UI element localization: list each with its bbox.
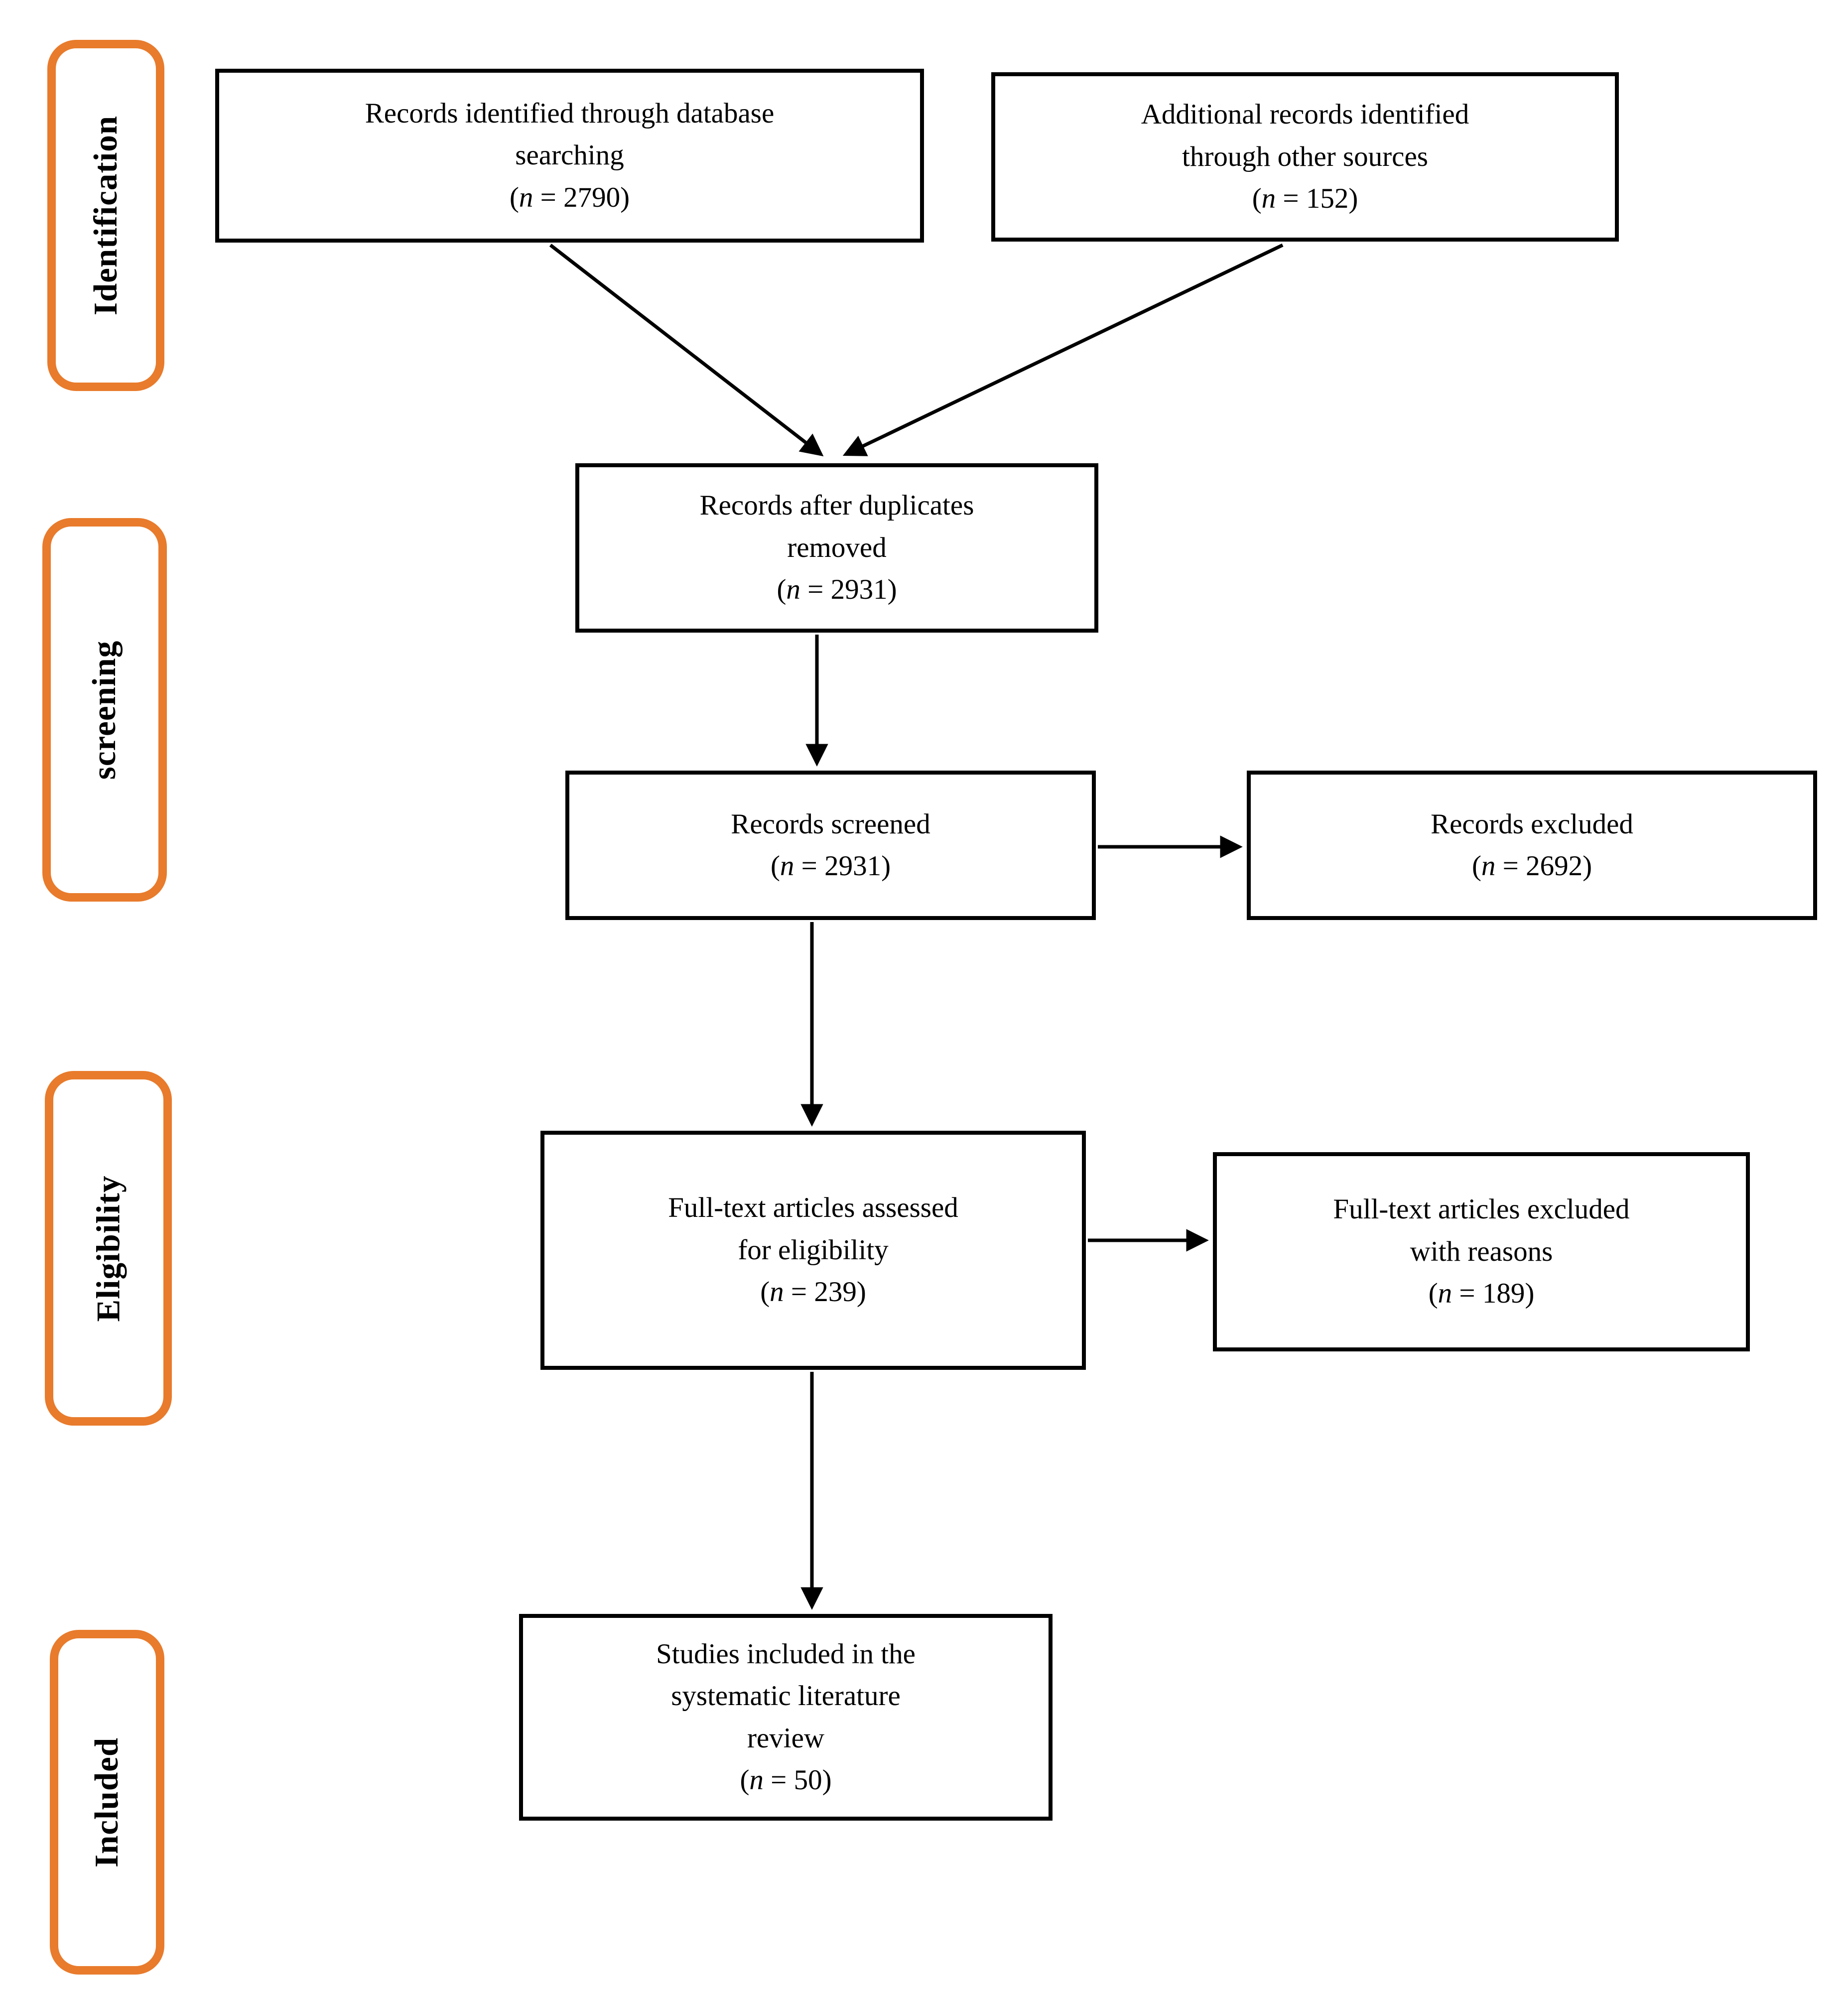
box-text-line: Records identified through database — [365, 97, 775, 129]
box-text-line: systematic literature — [671, 1680, 901, 1712]
box-records-excluded: Records excluded (n = 2692) — [1247, 771, 1817, 920]
box-text-line: removed — [787, 531, 887, 563]
box-text-line: Records excluded — [1431, 808, 1633, 840]
stage-label-eligibility: Eligibility — [45, 1071, 172, 1426]
box-text-line: Records after duplicates — [699, 490, 974, 522]
box-text-line: searching — [515, 139, 624, 171]
box-text-line: Records screened — [731, 808, 930, 840]
box-count: (n = 239) — [760, 1276, 866, 1308]
stage-label-text: Identification — [87, 115, 124, 316]
stage-label-identification: Identification — [47, 40, 164, 391]
box-studies-included-review: Studies included in the systematic liter… — [519, 1614, 1053, 1821]
box-count: (n = 189) — [1428, 1278, 1535, 1310]
stage-label-screening: screening — [42, 518, 167, 902]
box-additional-records-other-sources: Additional records identified through ot… — [991, 72, 1619, 242]
box-fulltext-assessed-eligibility: Full-text articles assessed for eligibil… — [540, 1131, 1086, 1370]
stage-label-text: Eligibility — [90, 1175, 127, 1322]
box-text-line: for eligibility — [738, 1234, 889, 1266]
box-records-identified-database: Records identified through database sear… — [215, 69, 924, 243]
box-count: (n = 50) — [740, 1764, 832, 1796]
box-text-line: Studies included in the — [656, 1638, 916, 1670]
stage-label-included: Included — [50, 1630, 164, 1975]
box-count: (n = 152) — [1252, 183, 1358, 215]
stage-label-text: Included — [88, 1737, 126, 1867]
box-count: (n = 2931) — [770, 850, 891, 882]
arrow-database-to-dedup — [549, 244, 824, 457]
box-records-screened: Records screened (n = 2931) — [565, 771, 1096, 920]
box-text-line: through other sources — [1182, 140, 1428, 172]
box-text-line: with reasons — [1410, 1235, 1553, 1267]
box-count: (n = 2692) — [1471, 850, 1592, 882]
stage-label-text: screening — [86, 640, 123, 780]
box-count: (n = 2931) — [777, 574, 897, 606]
box-text-line: Full-text articles assessed — [668, 1192, 958, 1224]
box-count: (n = 2790) — [509, 181, 630, 213]
box-records-after-duplicates-removed: Records after duplicates removed (n = 29… — [575, 463, 1098, 633]
box-text-line: review — [747, 1722, 825, 1754]
box-fulltext-excluded-with-reasons: Full-text articles excluded with reasons… — [1213, 1152, 1750, 1351]
box-text-line: Additional records identified — [1141, 99, 1469, 131]
box-text-line: Full-text articles excluded — [1333, 1193, 1630, 1225]
arrow-other-sources-to-dedup — [842, 243, 1284, 456]
